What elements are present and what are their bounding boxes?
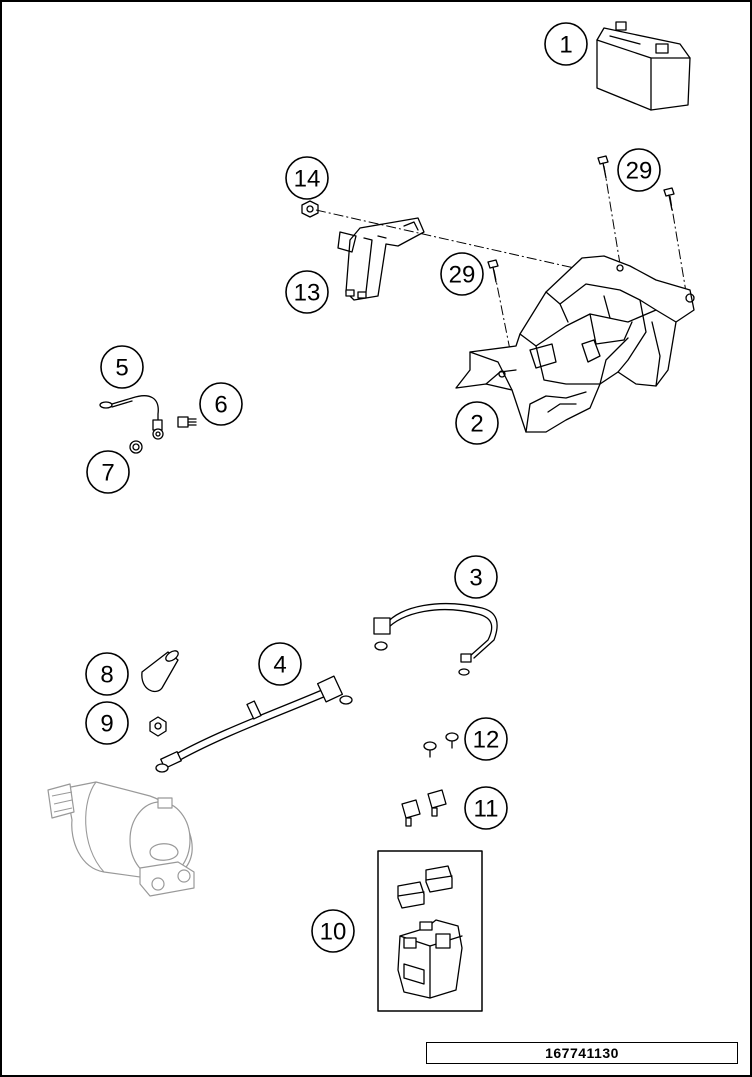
starter-cable-part-4 [155,675,353,773]
callout-6-label: 6 [214,392,227,419]
battery-holder-part-2 [455,255,695,433]
fuses-part-11 [401,789,447,827]
callout-29b: 29 [440,252,484,296]
callout-13-label: 13 [294,280,321,307]
callout-1-label: 1 [559,32,572,59]
callout-9-label: 9 [100,711,113,738]
callout-6: 6 [199,382,243,426]
drawing-code: 167741130 [545,1045,619,1061]
callout-29a-label: 29 [626,158,653,185]
callout-12-label: 12 [473,727,500,754]
callout-3-label: 3 [469,565,482,592]
nut-part-14 [301,200,319,218]
callout-14-label: 14 [294,166,321,193]
callout-29a: 29 [617,148,661,192]
screws-part-12 [423,732,459,758]
callout-2-label: 2 [470,411,483,438]
battery-cable-part-3 [373,603,498,676]
callout-10-label: 10 [320,919,347,946]
callout-5: 5 [100,345,144,389]
callout-13: 13 [285,270,329,314]
callout-12: 12 [464,717,508,761]
bracket-part-13 [337,217,425,301]
terminal-boot-part-8 [141,650,179,693]
screw-part-6 [177,416,197,428]
callout-10: 10 [311,909,355,953]
callout-11-label: 11 [474,796,499,823]
callout-7: 7 [86,450,130,494]
callout-5-label: 5 [115,355,128,382]
callout-8-label: 8 [100,662,113,689]
callout-11: 11 [464,786,508,830]
callout-2: 2 [455,401,499,445]
washer-part-7 [129,440,143,454]
callout-7-label: 7 [101,460,114,487]
ground-cable-part-5 [99,395,164,440]
callout-8: 8 [85,652,129,696]
callout-4-label: 4 [273,652,286,679]
nut-part-9 [149,716,167,737]
callout-9: 9 [85,701,129,745]
starter-relay-part-10 [377,850,483,1012]
callout-4: 4 [258,642,302,686]
drawing-code-box: 167741130 [426,1042,738,1064]
callout-29b-label: 29 [449,262,476,289]
starter-motor-reference [47,781,195,897]
callout-3: 3 [454,555,498,599]
callout-1: 1 [544,22,588,66]
screw-part-29 [487,155,675,283]
callout-14: 14 [285,156,329,200]
battery-part [596,21,691,111]
